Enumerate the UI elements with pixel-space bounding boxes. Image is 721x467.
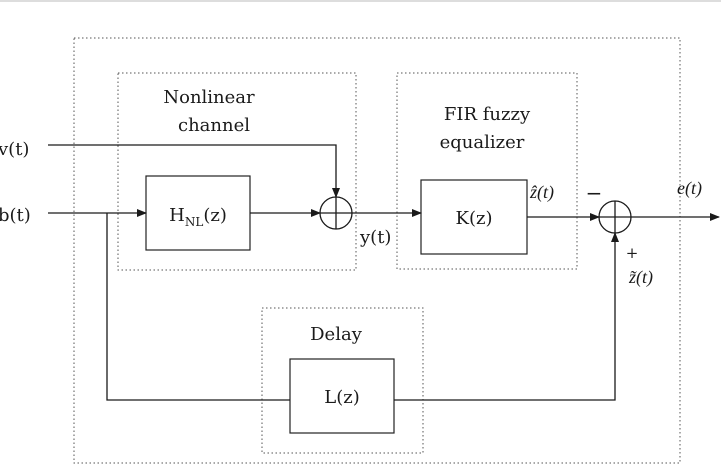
nonlinear-channel-group (117, 72, 357, 271)
desired-signal-wire (394, 232, 619, 401)
nonlinear-channel-label-line2: channel (178, 115, 250, 136)
error-signal-label: e(t) (677, 178, 702, 199)
noise-wire (48, 144, 340, 198)
error-summing-junction (598, 200, 632, 234)
nonlinear-channel-label-line1: Nonlinear (163, 87, 255, 108)
delay-input-wire (106, 213, 290, 401)
estimate-signal-label: ẑ(t) (529, 182, 554, 203)
channel-summing-junction (319, 196, 353, 230)
input-signal-label: b(t) (0, 205, 31, 226)
equalizer-block-label: K(z) (456, 208, 493, 229)
noise-signal-label: v(t) (0, 139, 29, 160)
equalizer-label-line1: FIR fuzzy (444, 104, 531, 125)
delay-group (261, 307, 424, 454)
delay-block (289, 358, 395, 434)
system-outer-border (73, 37, 681, 464)
equalizer-block (420, 179, 528, 255)
minus-sign: − (586, 181, 603, 205)
channel-block-label: HNL(z) (169, 205, 227, 229)
channel-block (145, 175, 251, 251)
delay-label: Delay (310, 324, 363, 345)
delay-block-label: L(z) (324, 387, 359, 408)
equalizer-label-line2: equalizer (440, 132, 525, 153)
plus-sign: + (626, 244, 639, 262)
channel-output-signal-label: y(t) (359, 227, 391, 248)
desired-signal-label: z̃(t) (628, 267, 653, 288)
